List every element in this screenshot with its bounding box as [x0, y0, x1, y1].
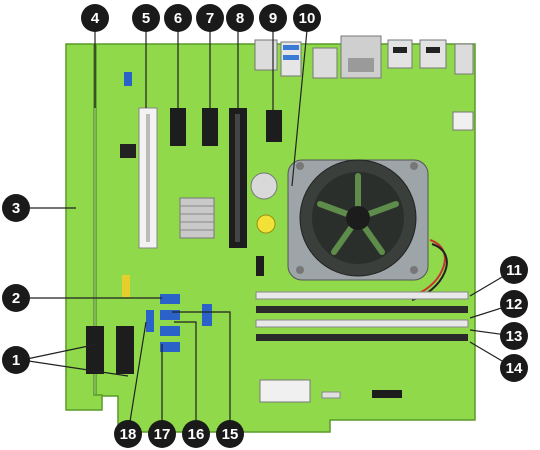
bottom-header	[372, 390, 402, 398]
pcie-x1-slot-a	[170, 108, 186, 146]
rear-io-panel	[254, 35, 474, 79]
callout-label-5: 5	[142, 10, 150, 27]
callout-1: 1	[2, 346, 30, 374]
left-board-strip	[65, 43, 103, 411]
pci-slot	[138, 107, 158, 249]
callout-label-7: 7	[206, 10, 214, 27]
main-power-connector	[259, 379, 311, 403]
callout-label-15: 15	[222, 426, 239, 443]
callout-12: 12	[500, 290, 528, 318]
small-black-header	[120, 144, 136, 158]
chipset-heatsink	[179, 197, 215, 239]
dimm-slots	[255, 291, 469, 341]
callout-label-9: 9	[269, 10, 277, 27]
callout-14: 14	[500, 354, 528, 382]
bottom-left-connector-a	[86, 326, 104, 374]
cpu-power-connector	[452, 111, 474, 131]
callout-label-16: 16	[188, 426, 205, 443]
callout-label-4: 4	[91, 10, 100, 27]
callout-3: 3	[2, 194, 30, 222]
pcie-x1-slot-b	[202, 108, 218, 146]
callout-label-13: 13	[506, 328, 523, 345]
callout-9: 9	[259, 4, 287, 32]
callout-8: 8	[226, 4, 254, 32]
leader-lines	[21, 29, 515, 435]
callout-label-14: 14	[506, 360, 523, 377]
callout-label-6: 6	[174, 10, 182, 27]
callout-10: 10	[293, 4, 321, 32]
callout-label-3: 3	[12, 200, 20, 217]
callout-7: 7	[196, 4, 224, 32]
callout-label-2: 2	[12, 290, 20, 307]
callout-label-12: 12	[506, 296, 523, 313]
callout-16: 16	[182, 420, 210, 448]
callout-17: 17	[148, 420, 176, 448]
bottom-left-connector-b	[116, 326, 134, 374]
cmos-battery	[250, 172, 278, 200]
callout-label-8: 8	[236, 10, 244, 27]
yellow-header	[122, 275, 130, 297]
pcie-x16-slot	[229, 108, 247, 248]
black-header-near-x16	[256, 256, 264, 276]
front-panel-header	[266, 110, 282, 142]
callout-label-17: 17	[154, 426, 171, 443]
bottom-small-header	[321, 391, 341, 399]
callout-label-18: 18	[120, 426, 137, 443]
callout-label-1: 1	[12, 352, 20, 369]
callout-13: 13	[500, 322, 528, 350]
yellow-capacitor	[256, 214, 276, 234]
callout-18: 18	[114, 420, 142, 448]
callout-5: 5	[132, 4, 160, 32]
cpu-cooler	[287, 159, 429, 281]
small-blue-header	[124, 72, 132, 86]
callout-label-11: 11	[506, 262, 522, 279]
callout-15: 15	[216, 420, 244, 448]
sata-connectors	[146, 294, 212, 352]
callout-label-10: 10	[299, 10, 316, 27]
callout-2: 2	[2, 284, 30, 312]
callout-11: 11	[500, 256, 528, 284]
callout-4: 4	[81, 4, 109, 32]
callout-6: 6	[164, 4, 192, 32]
